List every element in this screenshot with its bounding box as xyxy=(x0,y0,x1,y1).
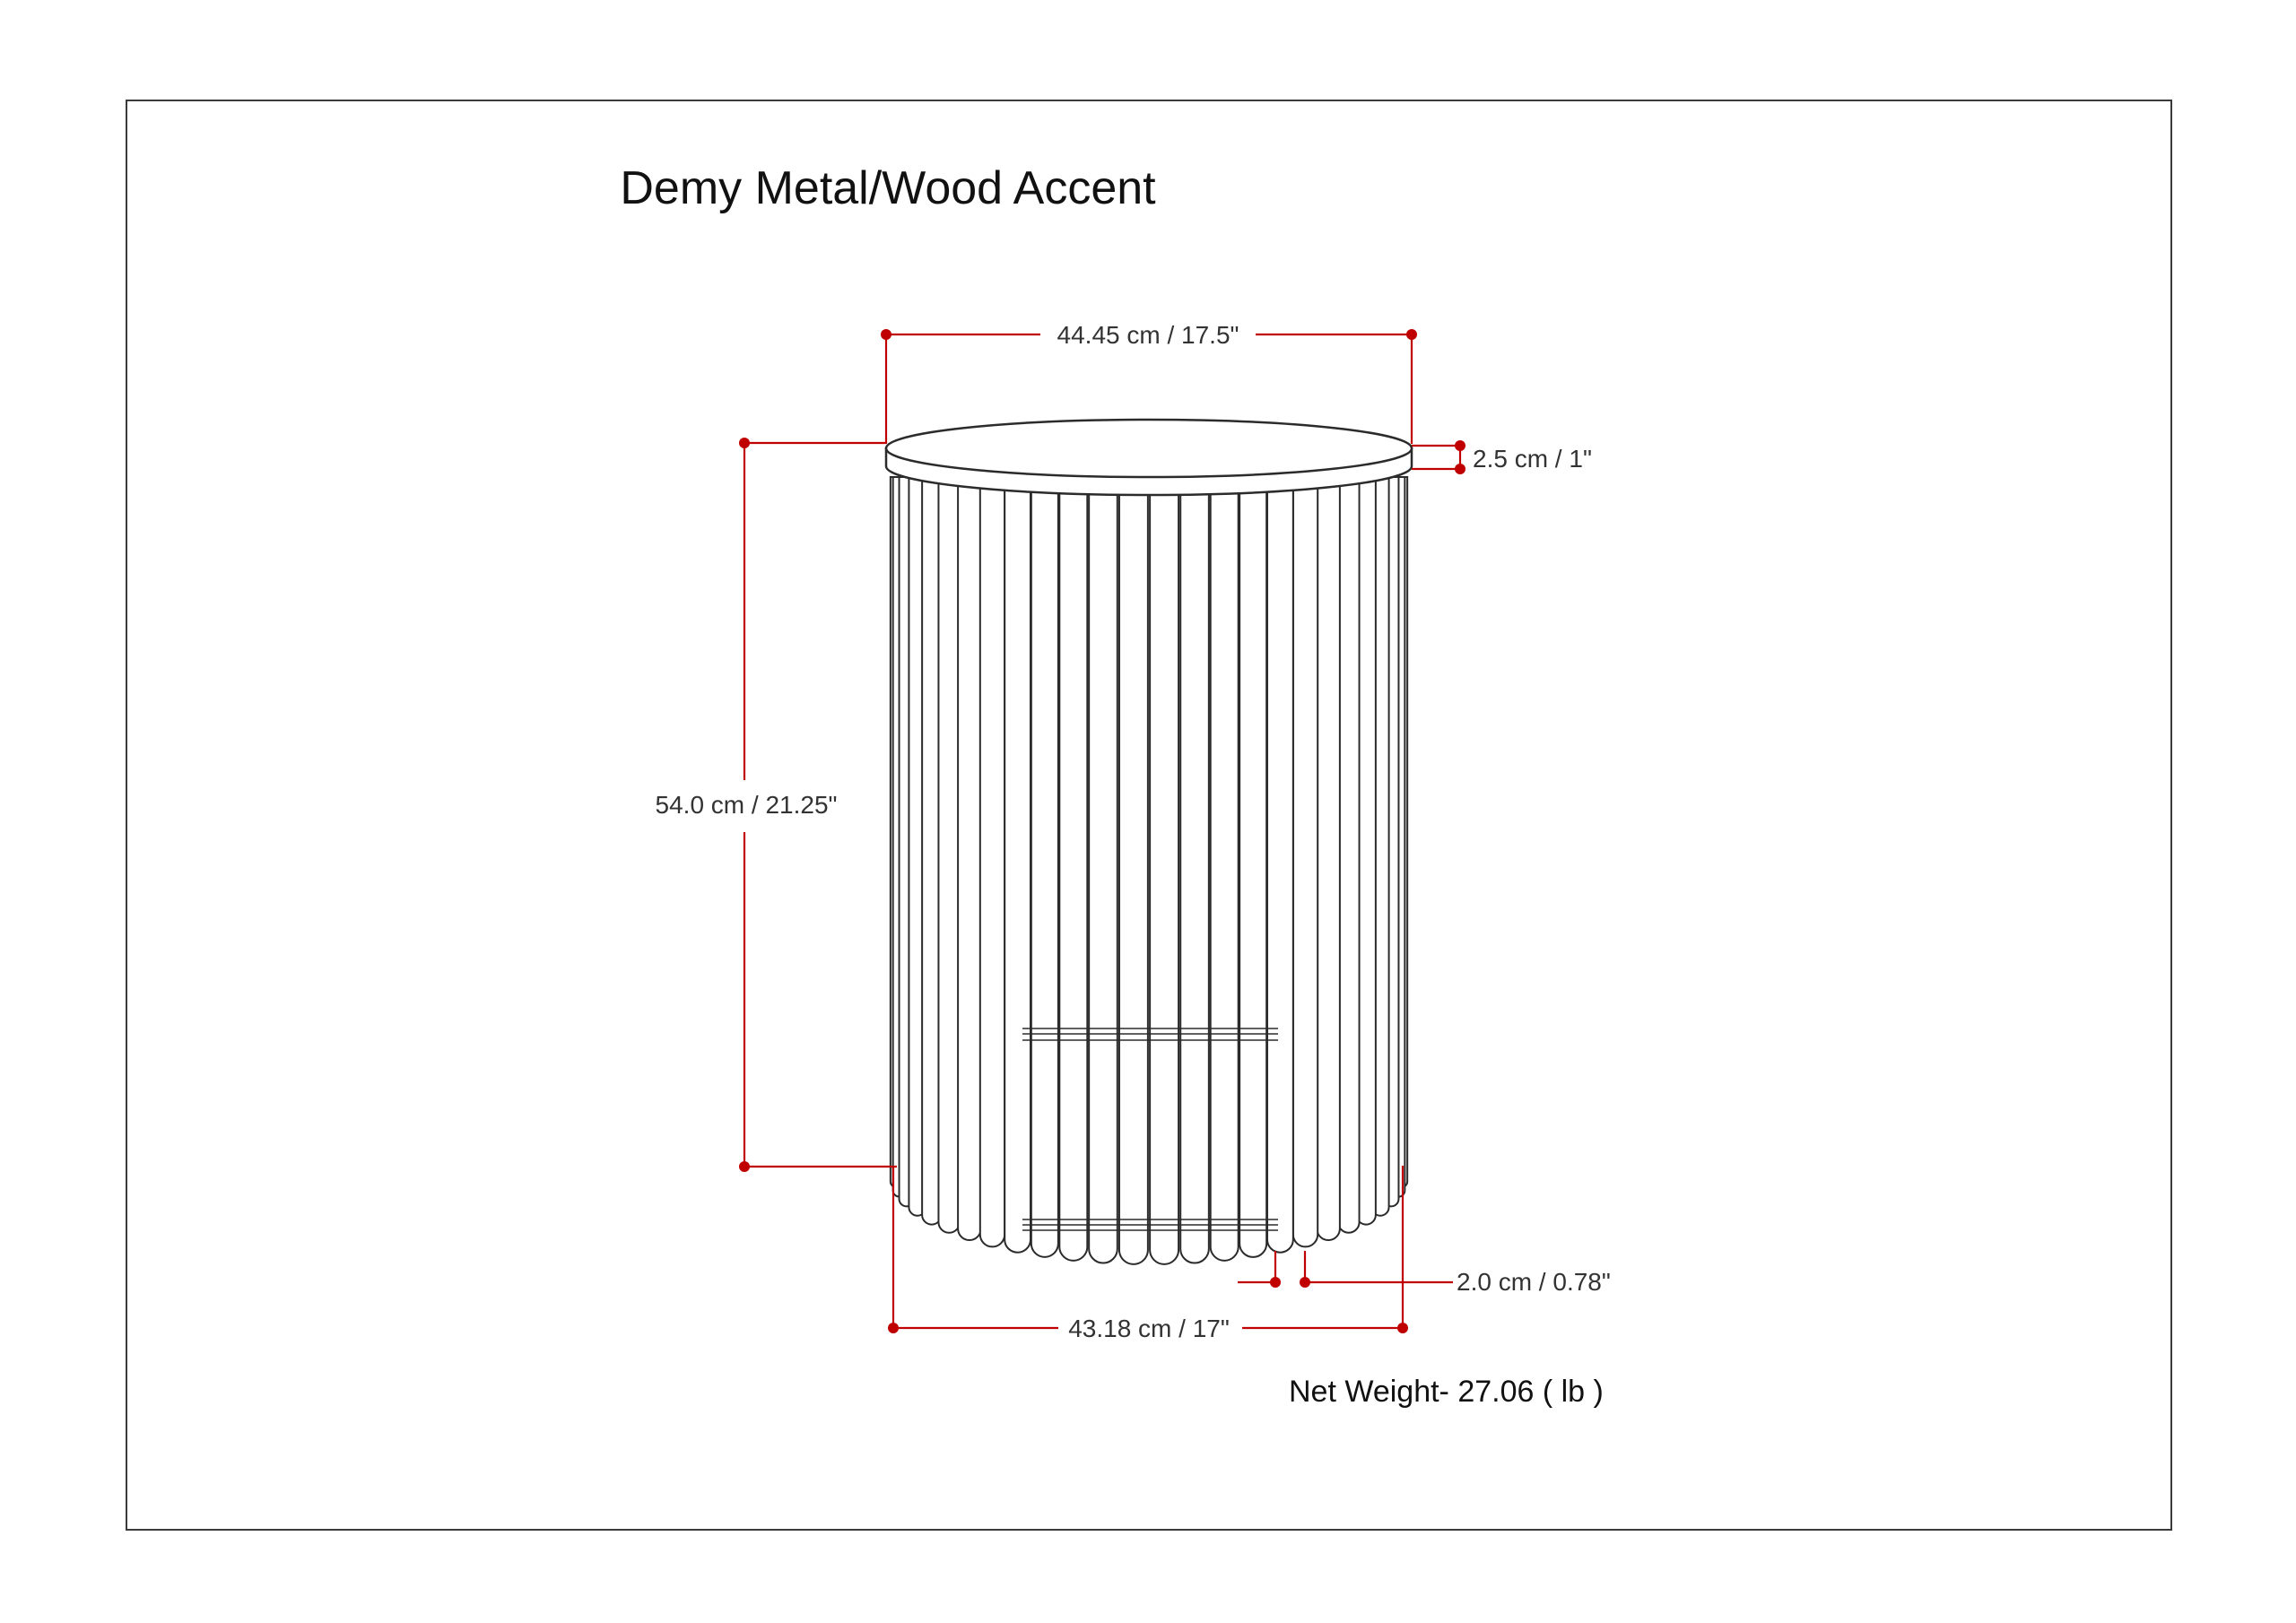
rod xyxy=(1316,476,1341,1242)
endpoint-dot xyxy=(881,329,891,340)
rod xyxy=(1058,476,1089,1262)
rod xyxy=(937,476,961,1234)
rod xyxy=(1336,476,1361,1234)
rod xyxy=(1209,476,1239,1262)
endpoint-dot xyxy=(739,1161,750,1172)
rod xyxy=(1088,476,1118,1264)
inner-ring-lines xyxy=(1022,1028,1278,1231)
rod xyxy=(1030,476,1059,1258)
top-width-label: 44.45 cm / 17.5" xyxy=(1057,321,1239,349)
endpoint-dot xyxy=(739,438,750,448)
dimension-endpoints xyxy=(739,329,1465,1333)
rod xyxy=(1004,476,1032,1254)
top-thickness-label: 2.5 cm / 1" xyxy=(1473,445,1592,473)
rod xyxy=(978,476,1006,1248)
rod xyxy=(1292,476,1319,1248)
page-title: Demy Metal/Wood Accent xyxy=(0,161,2296,215)
endpoint-dot xyxy=(1397,1323,1408,1333)
rod xyxy=(1118,476,1149,1265)
endpoint-dot xyxy=(1455,440,1465,451)
rod xyxy=(1149,476,1180,1265)
dimension-lines xyxy=(743,333,1462,1330)
endpoint-dot xyxy=(1455,464,1465,474)
endpoint-dot xyxy=(1406,329,1417,340)
table-rods xyxy=(889,476,1409,1265)
endpoint-dot xyxy=(1270,1277,1281,1288)
drawing-frame xyxy=(126,100,2172,1531)
net-weight-label: Net Weight- 27.06 ( lb ) xyxy=(1289,1375,1604,1409)
bottom-width-label: 43.18 cm / 17" xyxy=(1068,1315,1230,1342)
rod xyxy=(957,476,982,1242)
height-label: 54.0 cm / 21.25" xyxy=(656,791,838,819)
rod xyxy=(1179,476,1210,1264)
endpoint-dot xyxy=(888,1323,899,1333)
rod xyxy=(1265,476,1294,1254)
rod xyxy=(1239,476,1268,1258)
rod-width-label: 2.0 cm / 0.78" xyxy=(1457,1268,1611,1296)
table-top xyxy=(884,418,1413,497)
title-text: Demy Metal/Wood Accent xyxy=(620,162,1156,214)
endpoint-dot xyxy=(1300,1277,1310,1288)
